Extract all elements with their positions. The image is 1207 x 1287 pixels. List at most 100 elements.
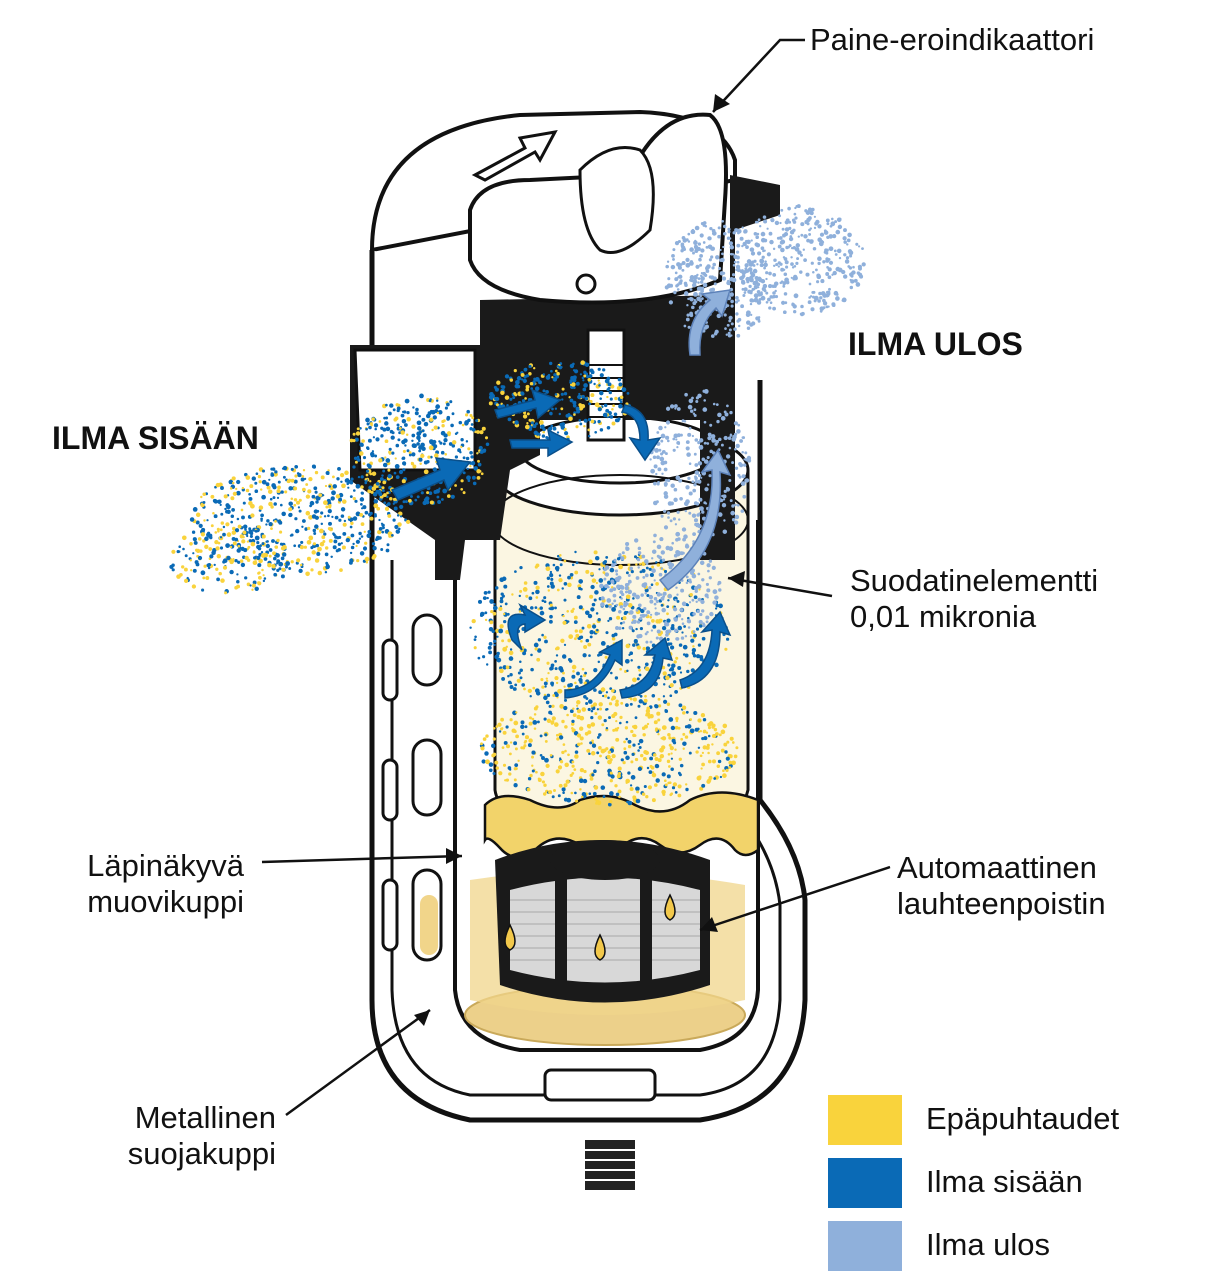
- air-dot: [730, 334, 733, 337]
- air-dot: [487, 645, 492, 650]
- air-dot: [576, 595, 581, 600]
- air-dot: [504, 395, 510, 400]
- air-dot: [656, 563, 661, 567]
- air-dot: [528, 721, 533, 726]
- air-dot: [813, 226, 817, 230]
- air-dot: [737, 229, 742, 234]
- air-dot: [757, 316, 761, 319]
- air-dot: [561, 787, 566, 792]
- air-dot: [815, 268, 818, 272]
- air-dot: [642, 646, 646, 651]
- air-dot: [735, 296, 739, 300]
- air-dot: [552, 426, 557, 431]
- air-dot: [231, 530, 237, 535]
- air-dot: [410, 502, 414, 505]
- air-dot: [552, 377, 558, 382]
- air-dot: [244, 576, 248, 580]
- air-dot: [822, 260, 826, 264]
- air-dot: [843, 274, 848, 279]
- air-dot: [697, 277, 701, 280]
- air-out-arrows: [658, 289, 732, 592]
- air-dot: [473, 646, 477, 650]
- air-dot: [342, 531, 347, 536]
- air-dot: [411, 439, 414, 442]
- air-dot: [761, 255, 765, 259]
- air-dot: [511, 593, 514, 596]
- air-dot: [548, 619, 553, 624]
- air-dot: [496, 635, 499, 638]
- air-dot: [171, 563, 175, 567]
- air-dot: [324, 484, 328, 488]
- air-dot: [358, 531, 362, 536]
- air-dot: [435, 489, 440, 494]
- air-dot: [712, 600, 717, 605]
- air-dot: [314, 470, 319, 475]
- air-dot: [519, 589, 523, 593]
- air-dot: [709, 226, 713, 231]
- air-dot: [573, 386, 576, 389]
- pressure-indicator-body: [468, 112, 728, 305]
- air-dot: [768, 271, 772, 276]
- leader-pressure-indicator: [712, 38, 805, 113]
- air-dot: [729, 245, 735, 250]
- air-dot: [753, 285, 758, 290]
- air-dot: [254, 529, 258, 533]
- air-dot: [758, 278, 763, 283]
- air-dot: [566, 610, 569, 613]
- air-dot: [691, 513, 697, 518]
- air-dot: [819, 232, 825, 237]
- air-dot: [282, 475, 286, 479]
- air-dot: [544, 639, 548, 644]
- air-dot: [509, 673, 513, 677]
- air-dot: [492, 772, 496, 775]
- air-dot: [665, 675, 670, 681]
- air-dot: [640, 593, 644, 597]
- air-dot: [524, 397, 527, 400]
- air-dot: [277, 480, 281, 484]
- air-dot: [574, 750, 579, 754]
- air-dot: [728, 328, 732, 332]
- air-dot: [666, 618, 671, 623]
- air-dot: [589, 629, 594, 635]
- air-dot: [436, 411, 440, 415]
- air-dot: [585, 638, 590, 643]
- air-dot: [664, 709, 669, 713]
- air-dot: [624, 726, 629, 730]
- air-dot: [594, 712, 598, 716]
- air-dot: [386, 491, 389, 495]
- air-dot: [772, 247, 776, 251]
- air-dot: [582, 778, 588, 784]
- air-dot: [325, 505, 329, 509]
- air-dot: [850, 280, 853, 284]
- air-dot: [647, 715, 651, 719]
- air-dot: [746, 310, 751, 316]
- air-dot: [603, 403, 608, 408]
- air-dot: [678, 773, 682, 777]
- air-dot: [258, 480, 262, 484]
- air-dot: [232, 526, 236, 531]
- air-dot: [382, 462, 388, 468]
- air-dot: [500, 385, 504, 389]
- air-dot: [741, 280, 746, 285]
- air-dot: [559, 760, 564, 764]
- air-dot: [596, 760, 600, 765]
- air-dot: [576, 714, 581, 720]
- air-dot: [835, 296, 840, 301]
- air-dot: [730, 299, 734, 304]
- air-dot: [747, 458, 752, 463]
- air-dot: [662, 671, 667, 676]
- air-dot: [392, 502, 395, 505]
- air-dot: [825, 272, 830, 276]
- air-dot: [618, 404, 623, 409]
- air-dot: [342, 499, 347, 504]
- air-dot: [636, 645, 641, 650]
- air-dot: [385, 458, 391, 463]
- air-dot: [382, 480, 387, 485]
- air-dot: [809, 295, 813, 298]
- air-dot: [722, 773, 727, 778]
- air-dot: [625, 737, 628, 741]
- air-dot: [563, 785, 567, 788]
- air-dot: [509, 648, 513, 651]
- air-dot: [384, 506, 390, 511]
- air-dot: [262, 579, 266, 583]
